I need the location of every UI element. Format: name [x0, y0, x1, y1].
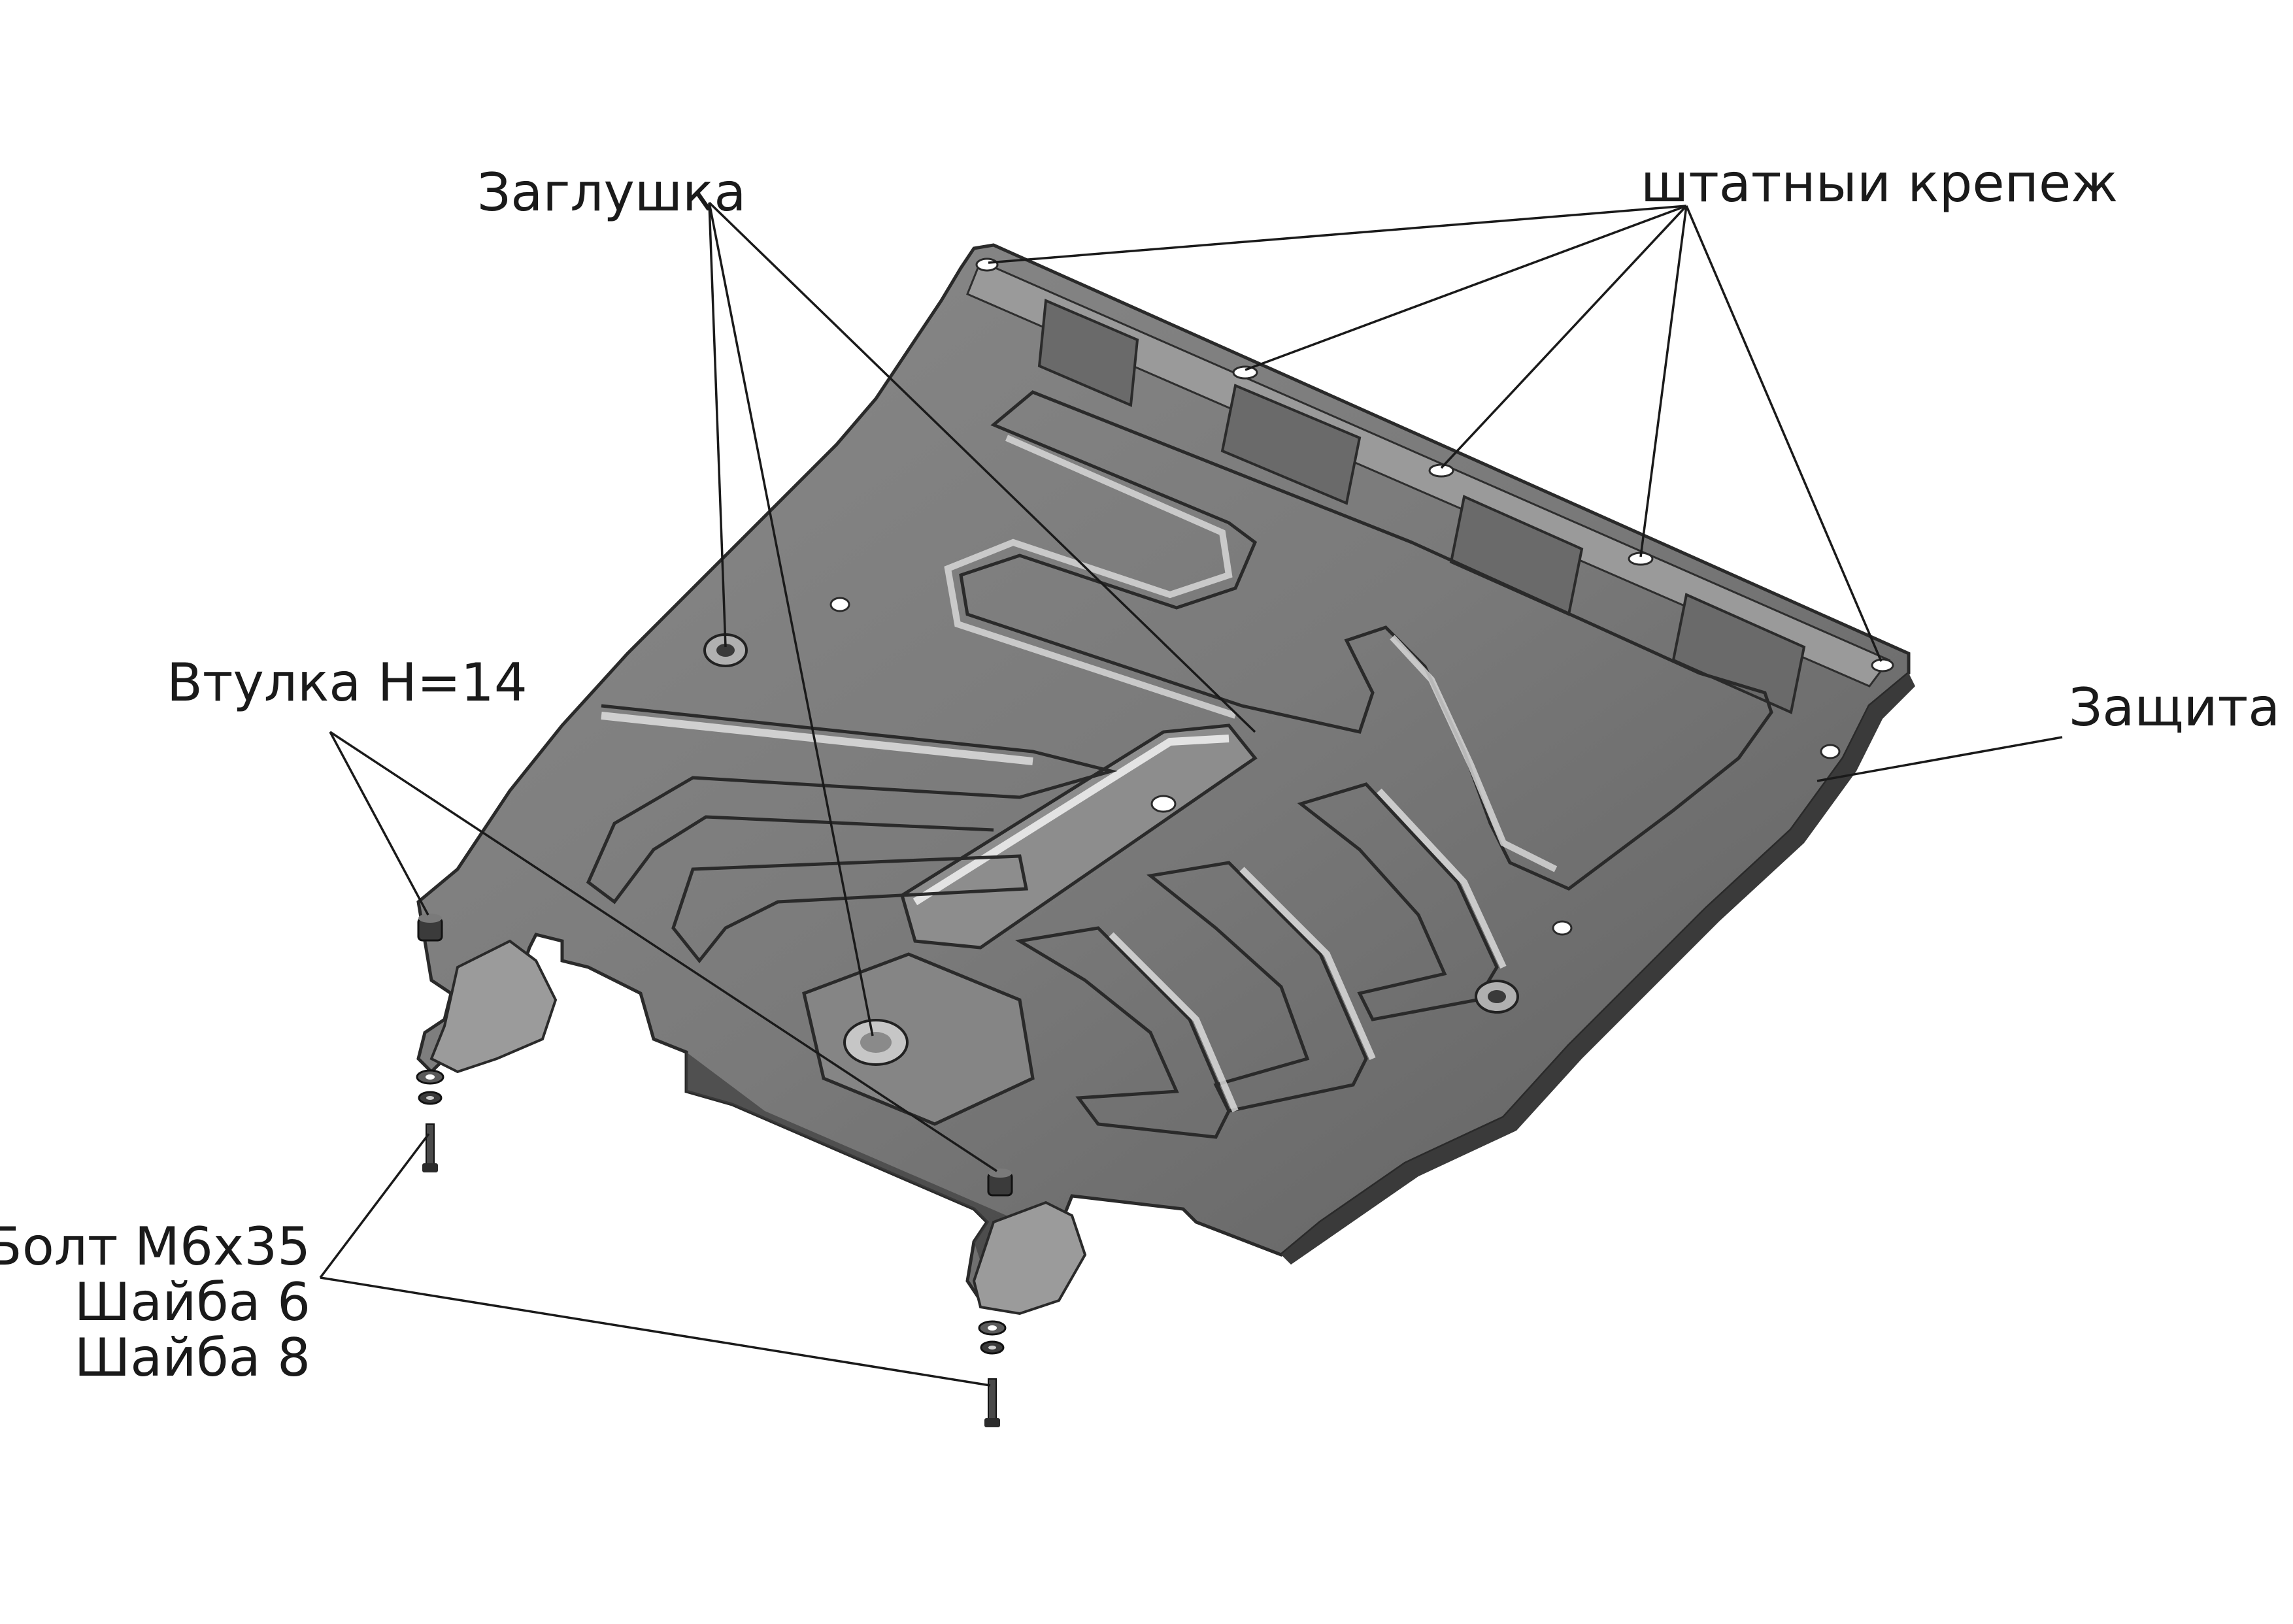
bolt-left — [422, 1123, 438, 1172]
hardware-right — [978, 1168, 1013, 1427]
right-rib-3 — [1297, 782, 1499, 1021]
left-rib-2 — [671, 854, 1029, 964]
bushing-right — [987, 1168, 1013, 1197]
label-standard-fasteners: штатныи крепеж — [1641, 153, 2118, 214]
plate-bosses — [703, 633, 1519, 1066]
right-rib-2 — [1146, 861, 1368, 1113]
top-tabs — [1037, 299, 1806, 714]
label-guard: Защита — [2069, 677, 2280, 738]
left-bracket — [429, 939, 558, 1074]
right-rib-1 — [1014, 926, 1231, 1139]
right-bracket — [972, 1201, 1087, 1316]
bolt-right — [984, 1378, 1000, 1427]
leader-lines — [319, 201, 2063, 1387]
labels: Заглушка штатныи крепеж Втулка Н=14 Защи… — [0, 153, 2280, 1388]
label-washer6: Шайба 6 — [75, 1272, 310, 1333]
through-holes — [829, 597, 1841, 936]
hardware-left — [416, 914, 444, 1172]
plate-right-edge — [1281, 673, 1915, 1265]
left-rib-1 — [586, 704, 1118, 904]
label-plug: Заглушка — [477, 162, 746, 223]
label-washer8: Шайба 8 — [75, 1327, 310, 1388]
skid-plate — [416, 243, 1915, 1316]
washer-left — [416, 1069, 444, 1105]
washer-right — [978, 1320, 1007, 1355]
label-bushing: Втулка Н=14 — [167, 652, 527, 713]
fastener-slots — [975, 257, 1894, 672]
top-flange — [966, 260, 1891, 688]
bushing-left — [417, 914, 443, 942]
label-bolt: Болт М6х35 — [0, 1216, 310, 1277]
